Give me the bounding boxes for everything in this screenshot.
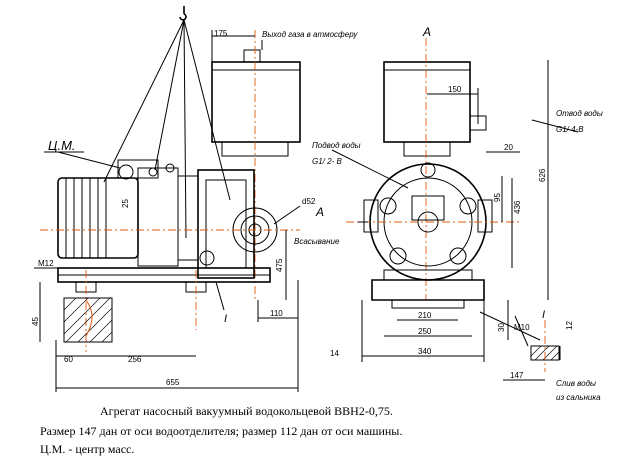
dim-60: 60 [64, 355, 73, 364]
dim-25: 25 [121, 199, 130, 208]
thread-m12: M12 [38, 259, 54, 268]
dim-475: 475 [275, 258, 284, 272]
drain-label-2: из сальника [556, 393, 601, 402]
end-elevation-view [331, 38, 579, 381]
thread-m10: M10 [514, 323, 530, 332]
water-separator-tank [211, 61, 301, 143]
caption-note-2: Ц.М. - центр масс. [40, 442, 135, 456]
center-mass-label: Ц.М. [48, 138, 76, 153]
dim-12: 12 [565, 321, 574, 330]
dim-175: 175 [214, 29, 228, 38]
view-i-left: I [224, 313, 227, 325]
drain-label-1: Слив воды [556, 379, 596, 388]
dim-150: 150 [448, 85, 462, 94]
dim-20: 20 [504, 143, 513, 152]
dim-30: 30 [497, 323, 506, 332]
dim-340: 340 [418, 347, 432, 356]
water-separator-tank-end [383, 61, 471, 143]
dim-d52: d52 [302, 197, 316, 206]
dim-256: 256 [128, 355, 142, 364]
dim-110: 110 [270, 309, 283, 318]
dim-210: 210 [418, 311, 432, 320]
dim-95: 95 [493, 193, 502, 202]
side-elevation-view [34, 6, 301, 392]
water-inlet-thread: G1/ 2- B [312, 157, 342, 166]
caption-note-1: Размер 147 дан от оси водоотделителя; ра… [40, 424, 403, 438]
dim-14: 14 [330, 349, 339, 358]
dim-147: 147 [510, 371, 524, 380]
water-outlet-thread: G1/ 4-B [556, 125, 584, 134]
water-outlet-label: Отвод воды [556, 109, 603, 118]
dim-655: 655 [166, 378, 180, 387]
view-i-right: I [542, 309, 545, 321]
center-of-mass-marker [118, 164, 134, 180]
dim-626: 626 [538, 168, 547, 182]
dim-250: 250 [418, 327, 432, 336]
dim-45: 45 [31, 317, 40, 326]
section-a-top-label: A [422, 25, 431, 39]
caption-title: Агрегат насосный вакуумный водокольцевой… [100, 404, 393, 418]
suction-label: Всасывание [294, 237, 340, 246]
dim-436: 436 [513, 200, 522, 214]
section-a-side-label: A [315, 205, 324, 219]
pump-foot-end [371, 279, 485, 301]
water-inlet-label: Подвод воды [312, 141, 361, 150]
gas-outlet-label: Выход газа в атмосферу [262, 30, 358, 39]
lifting-hook-icon [179, 6, 187, 21]
